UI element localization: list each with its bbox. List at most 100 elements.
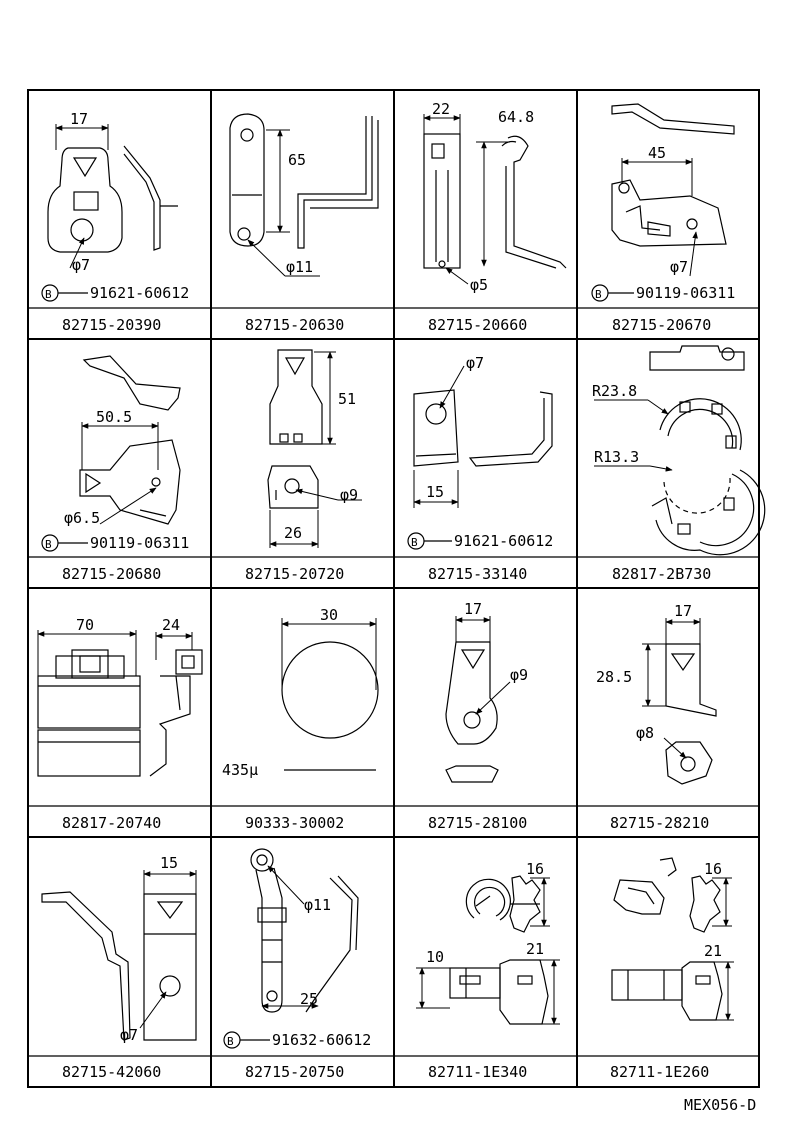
clip-drawing — [449, 875, 549, 1025]
disc-drawing — [281, 641, 379, 739]
bracket-drawing — [445, 641, 499, 783]
dim-phi5: φ5 — [470, 276, 488, 294]
dim-45: 45 — [648, 144, 666, 162]
clip-drawing — [611, 857, 723, 1021]
bracket-drawing — [250, 848, 359, 1013]
part-number: 82715-20750 — [245, 1063, 344, 1081]
dim-24: 24 — [162, 616, 180, 634]
dim-16: 16 — [704, 860, 722, 878]
bolt-callout: B 91621-60612 — [41, 284, 189, 302]
dim-28-5: 28.5 — [596, 668, 632, 686]
connector-bracket-drawing — [37, 649, 203, 777]
dim-phi9: φ9 — [510, 666, 528, 684]
cell-82715-28210: 17 28.5 φ8 82715-28210 — [596, 602, 717, 832]
part-number: 82711-1E260 — [610, 1063, 709, 1081]
part-number: 90333-30002 — [245, 814, 344, 832]
bracket-drawing — [41, 891, 197, 1041]
dim-25: 25 — [300, 990, 318, 1008]
cell-82715-20630: 65 φ11 82715-20630 — [229, 113, 379, 334]
bolt-marker-b: B — [595, 288, 602, 301]
part-number: 82715-20660 — [428, 316, 527, 334]
part-number: 82715-20390 — [62, 316, 161, 334]
dim-64-8: 64.8 — [498, 108, 534, 126]
bracket-drawing — [423, 133, 567, 269]
cell-82715-20750: φ11 25 B 91632-60612 82715-20750 — [223, 848, 371, 1081]
dim-70: 70 — [76, 616, 94, 634]
dim-15: 15 — [426, 483, 444, 501]
bolt-marker-b: B — [45, 288, 52, 301]
dim-17: 17 — [464, 600, 482, 618]
dim-51: 51 — [338, 390, 356, 408]
bolt-callout: B 91621-60612 — [407, 532, 553, 550]
part-number: 82817-2B730 — [612, 565, 711, 583]
dim-phi7: φ7 — [120, 1026, 138, 1044]
dim-r13-3: R13.3 — [594, 448, 639, 466]
dim-17: 17 — [70, 110, 88, 128]
bolt-marker-b: B — [227, 1035, 234, 1048]
part-number: 82715-33140 — [428, 565, 527, 583]
dim-17: 17 — [674, 602, 692, 620]
cell-82715-20720: 51 φ9 26 82715-20720 — [245, 349, 362, 583]
bolt-part-number: 91621-60612 — [90, 284, 189, 302]
cell-82817-2B730: R23.8 R13.3 82817-2B730 — [592, 345, 766, 583]
cell-90333-30002: 30 435μ 90333-30002 — [222, 606, 379, 832]
bolt-callout: B 90119-06311 — [41, 534, 189, 552]
cell-82715-20390: 17 φ7 B 91621-60612 82715-20390 — [41, 110, 189, 334]
part-number: 82715-20680 — [62, 565, 161, 583]
part-number: 82715-20670 — [612, 316, 711, 334]
part-number: 82715-42060 — [62, 1063, 161, 1081]
bolt-part-number: 90119-06311 — [90, 534, 189, 552]
bolt-callout: B 90119-06311 — [591, 284, 735, 302]
dim-phi11: φ11 — [286, 258, 313, 276]
dim-22: 22 — [432, 100, 450, 118]
dim-50-5: 50.5 — [96, 408, 132, 426]
part-number: 82817-20740 — [62, 814, 161, 832]
part-number: 82715-20720 — [245, 565, 344, 583]
part-number: 82715-28100 — [428, 814, 527, 832]
bolt-marker-b: B — [411, 536, 418, 549]
cell-82715-42060: 15 φ7 82715-42060 — [41, 854, 197, 1081]
dim-phi7: φ7 — [466, 354, 484, 372]
bracket-drawing — [665, 643, 717, 785]
dim-65: 65 — [288, 151, 306, 169]
dim-phi11: φ11 — [304, 896, 331, 914]
figure-code: MEX056-D — [684, 1096, 756, 1114]
bolt-part-number: 90119-06311 — [636, 284, 735, 302]
cell-82817-20740: 70 24 82817-20740 — [37, 616, 203, 832]
bolt-callout: B 91632-60612 — [223, 1031, 371, 1049]
dim-phi6-5: φ6.5 — [64, 509, 100, 527]
bracket-drawing — [79, 355, 181, 525]
dim-phi7: φ7 — [72, 256, 90, 274]
parts-grid — [27, 89, 760, 1088]
dim-phi7: φ7 — [670, 258, 688, 276]
part-number: 82711-1E340 — [428, 1063, 527, 1081]
dim-21: 21 — [526, 940, 544, 958]
dim-15: 15 — [160, 854, 178, 872]
dim-thickness: 435μ — [222, 761, 258, 779]
part-number: 82715-20630 — [245, 316, 344, 334]
bolt-marker-b: B — [45, 538, 52, 551]
part-number: 82715-28210 — [610, 814, 709, 832]
bracket-drawing — [413, 389, 553, 467]
cell-82715-20660: 22 64.8 φ5 82715-20660 — [423, 100, 567, 334]
cell-82715-20670: 45 φ7 B 90119-06311 82715-20670 — [591, 103, 735, 334]
bracket-drawing — [229, 113, 379, 249]
dim-26: 26 — [284, 524, 302, 542]
dim-30: 30 — [320, 606, 338, 624]
bracket-drawing — [267, 349, 323, 509]
dim-phi9: φ9 — [340, 486, 358, 504]
cell-82711-1E260: 16 21 82711-1E260 — [610, 857, 734, 1081]
bolt-part-number: 91632-60612 — [272, 1031, 371, 1049]
dim-phi8: φ8 — [636, 724, 654, 742]
cell-82711-1E340: 16 10 21 82711-1E340 — [416, 860, 560, 1081]
bracket-drawing — [47, 145, 178, 253]
cell-82715-33140: φ7 15 B 91621-60612 82715-33140 — [407, 354, 553, 583]
bolt-part-number: 91621-60612 — [454, 532, 553, 550]
cell-82715-28100: 17 φ9 82715-28100 — [428, 600, 528, 832]
dim-16: 16 — [526, 860, 544, 878]
dim-r23-8: R23.8 — [592, 382, 637, 400]
bracket-drawing — [611, 103, 735, 247]
cell-82715-20680: 50.5 φ6.5 B 90119-06311 82715-20680 — [41, 355, 189, 583]
dim-10: 10 — [426, 948, 444, 966]
